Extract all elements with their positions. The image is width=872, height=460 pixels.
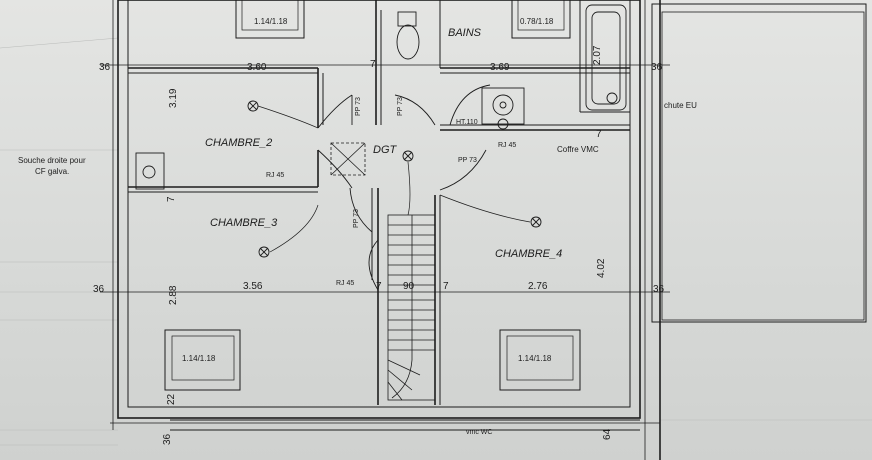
adjoining-block <box>651 3 867 323</box>
hatch-box <box>330 142 366 176</box>
note-souche-line-2: CF galva. <box>35 167 69 176</box>
dimension-lines <box>100 64 670 424</box>
dim-7-mid-left: 7 <box>376 281 382 292</box>
note-rj45-bains: RJ 45 <box>498 142 516 149</box>
bathroom-fixtures <box>135 4 627 190</box>
dim-2-88: 2.88 <box>168 285 179 305</box>
note-chute-eu: chute EU <box>664 101 697 110</box>
note-pp73-dgt: PP 73 <box>458 157 477 164</box>
window-size-top-right: 0.78/1.18 <box>520 17 554 26</box>
interior-walls <box>128 0 630 405</box>
dim-36-mid-left: 36 <box>93 284 105 295</box>
dim-36-top-left: 36 <box>99 62 111 73</box>
room-chambre-4: CHAMBRE_4 <box>495 248 562 260</box>
window-size-bottom-left: 1.14/1.18 <box>182 354 216 363</box>
room-bains: BAINS <box>448 27 482 39</box>
dim-7-top: 7 <box>370 59 376 70</box>
room-dgt: DGT <box>373 144 398 156</box>
dim-3-69: 3.69 <box>490 62 510 73</box>
dim-36-top-right: 36 <box>651 62 663 73</box>
construction-lines <box>0 37 872 446</box>
note-pp73-right: PP 73 <box>397 97 404 116</box>
dim-36-bottom: 36 <box>162 433 173 445</box>
note-souche-line-1: Souche droite pour <box>18 156 86 165</box>
door-swings <box>317 84 491 291</box>
note-vmc-wc: vmc WC <box>466 429 492 436</box>
window-size-top-left: 1.14/1.18 <box>254 17 288 26</box>
note-rj45-chambre2: RJ 45 <box>266 172 284 179</box>
dim-7-left: 7 <box>166 196 177 202</box>
room-chambre-3: CHAMBRE_3 <box>210 217 278 229</box>
dim-90: 90 <box>403 281 415 292</box>
dim-4-02: 4.02 <box>596 258 607 278</box>
window-size-bottom-right: 1.14/1.18 <box>518 354 552 363</box>
light-points <box>247 100 542 258</box>
note-coffre-vmc: Coffre VMC <box>557 145 599 154</box>
dim-36-mid-right: 36 <box>653 284 665 295</box>
note-pp73-chambre3: PP 73 <box>353 209 360 228</box>
wiring <box>257 105 531 253</box>
staircase <box>387 214 436 401</box>
dim-3-19: 3.19 <box>168 88 179 108</box>
dim-2-76: 2.76 <box>528 281 548 292</box>
beds <box>164 0 581 391</box>
outer-walls <box>112 0 661 460</box>
dim-22: 22 <box>166 393 177 405</box>
dim-3-56: 3.56 <box>243 281 263 292</box>
dim-7-mid-right: 7 <box>443 281 449 292</box>
note-pp73-left: PP 73 <box>355 97 362 116</box>
room-chambre-2: CHAMBRE_2 <box>205 137 272 149</box>
dim-7-right: 7 <box>596 129 602 140</box>
note-ht110: HT.110 <box>456 119 478 126</box>
dim-3-60: 3.60 <box>247 62 267 73</box>
dim-64: 64 <box>602 428 613 440</box>
note-rj45-stair: RJ 45 <box>336 280 354 287</box>
dim-2-07: 2.07 <box>592 45 603 65</box>
